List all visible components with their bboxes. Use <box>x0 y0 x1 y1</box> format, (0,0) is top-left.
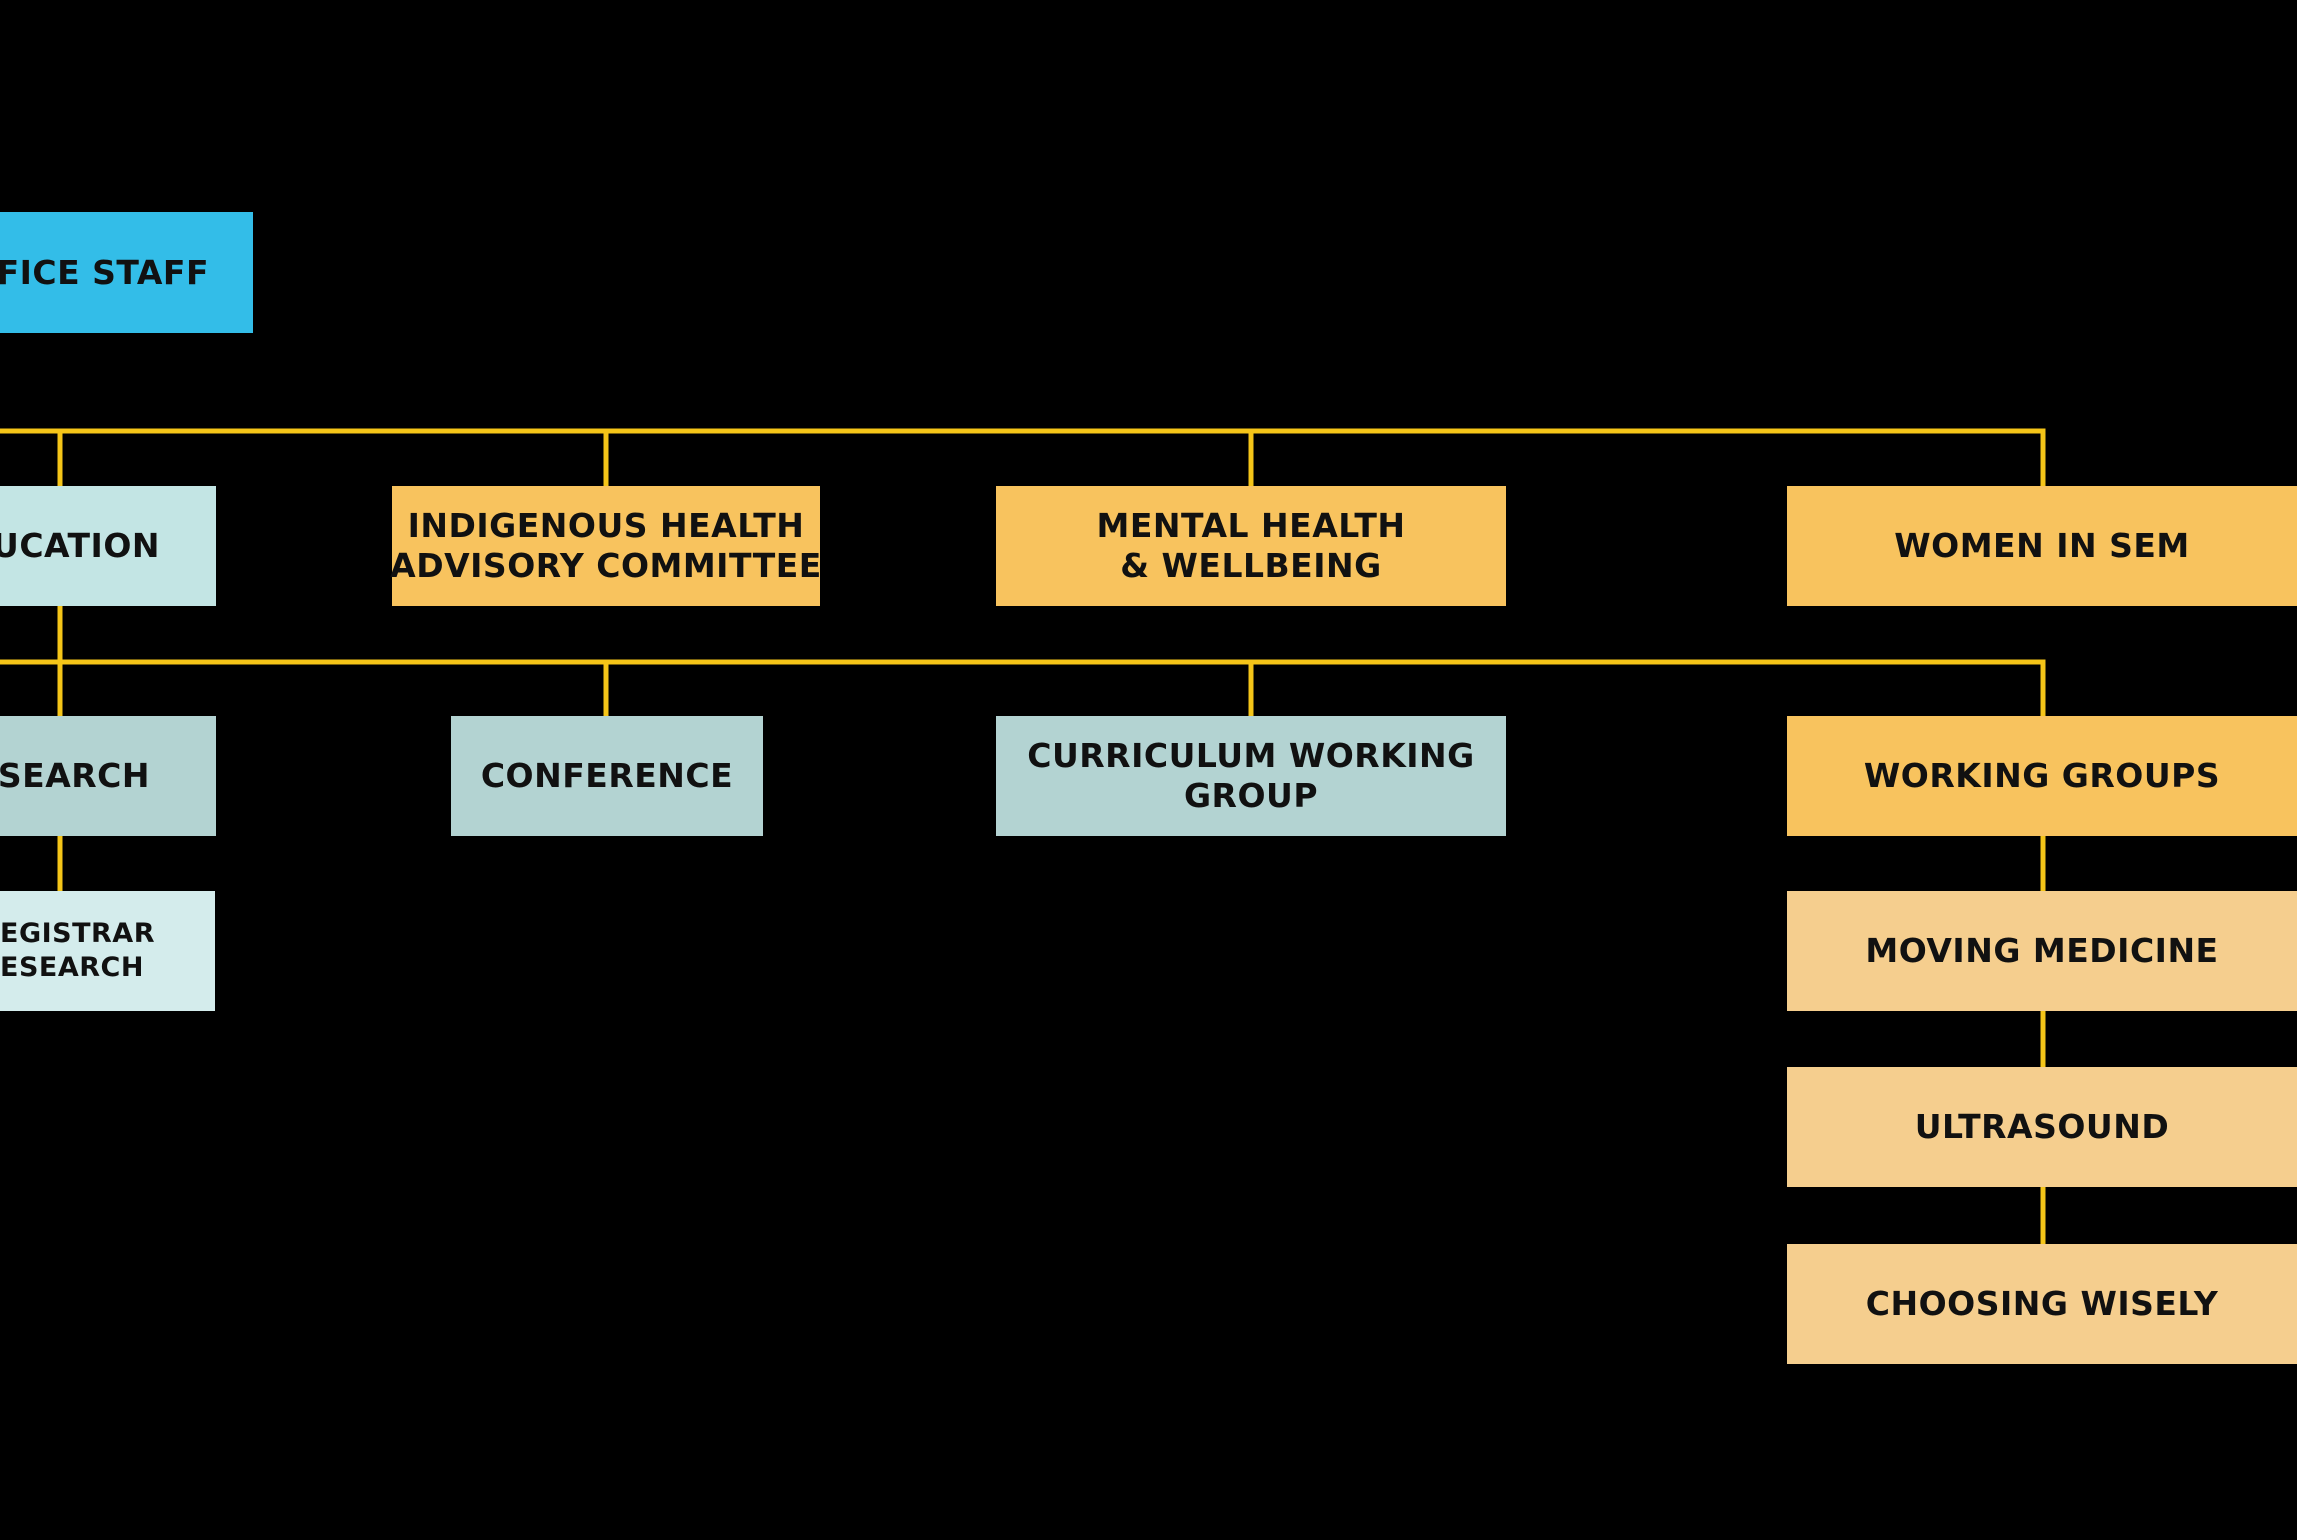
education-label: UCATION <box>0 526 160 565</box>
mental-health-label-line2: & WELLBEING <box>1120 546 1382 585</box>
working-groups-box: WORKING GROUPS <box>1787 716 2297 836</box>
choosing-wisely-label: CHOOSING WISELY <box>1865 1284 2219 1323</box>
moving-medicine-box: MOVING MEDICINE <box>1787 891 2297 1011</box>
working-groups-label: WORKING GROUPS <box>1863 756 2221 795</box>
moving-medicine-label: MOVING MEDICINE <box>1865 931 2219 970</box>
mental-health-box: MENTAL HEALTH & WELLBEING <box>996 486 1506 606</box>
curriculum-working-group-box: CURRICULUM WORKING GROUP <box>996 716 1506 836</box>
education-box: UCATION <box>0 486 216 606</box>
conference-label: CONFERENCE <box>480 756 734 795</box>
conference-box: CONFERENCE <box>451 716 763 836</box>
indigenous-health-box: INDIGENOUS HEALTH ADVISORY COMMITTEE <box>390 486 822 606</box>
office-staff-box: FFICE STAFF <box>0 212 253 333</box>
women-in-sem-label: WOMEN IN SEM <box>1894 526 2190 565</box>
women-in-sem-box: WOMEN IN SEM <box>1787 486 2297 606</box>
mental-health-label-line1: MENTAL HEALTH <box>1096 506 1406 545</box>
ultrasound-label: ULTRASOUND <box>1914 1107 2170 1146</box>
curriculum-label-line1: CURRICULUM WORKING <box>1027 736 1475 775</box>
indigenous-health-label-line2: ADVISORY COMMITTEE <box>390 546 822 585</box>
registrar-research-box: EGISTRAR ESEARCH <box>0 891 215 1011</box>
office-staff-label: FFICE STAFF <box>0 252 209 292</box>
choosing-wisely-box: CHOOSING WISELY <box>1787 1244 2297 1364</box>
research-label: ESEARCH <box>0 756 150 795</box>
registrar-research-label-line1: EGISTRAR <box>0 918 155 949</box>
registrar-research-label-line2: ESEARCH <box>0 952 144 983</box>
ultrasound-box: ULTRASOUND <box>1787 1067 2297 1187</box>
curriculum-label-line2: GROUP <box>1183 776 1319 815</box>
indigenous-health-label-line1: INDIGENOUS HEALTH <box>407 506 805 545</box>
research-box: ESEARCH <box>0 716 216 836</box>
